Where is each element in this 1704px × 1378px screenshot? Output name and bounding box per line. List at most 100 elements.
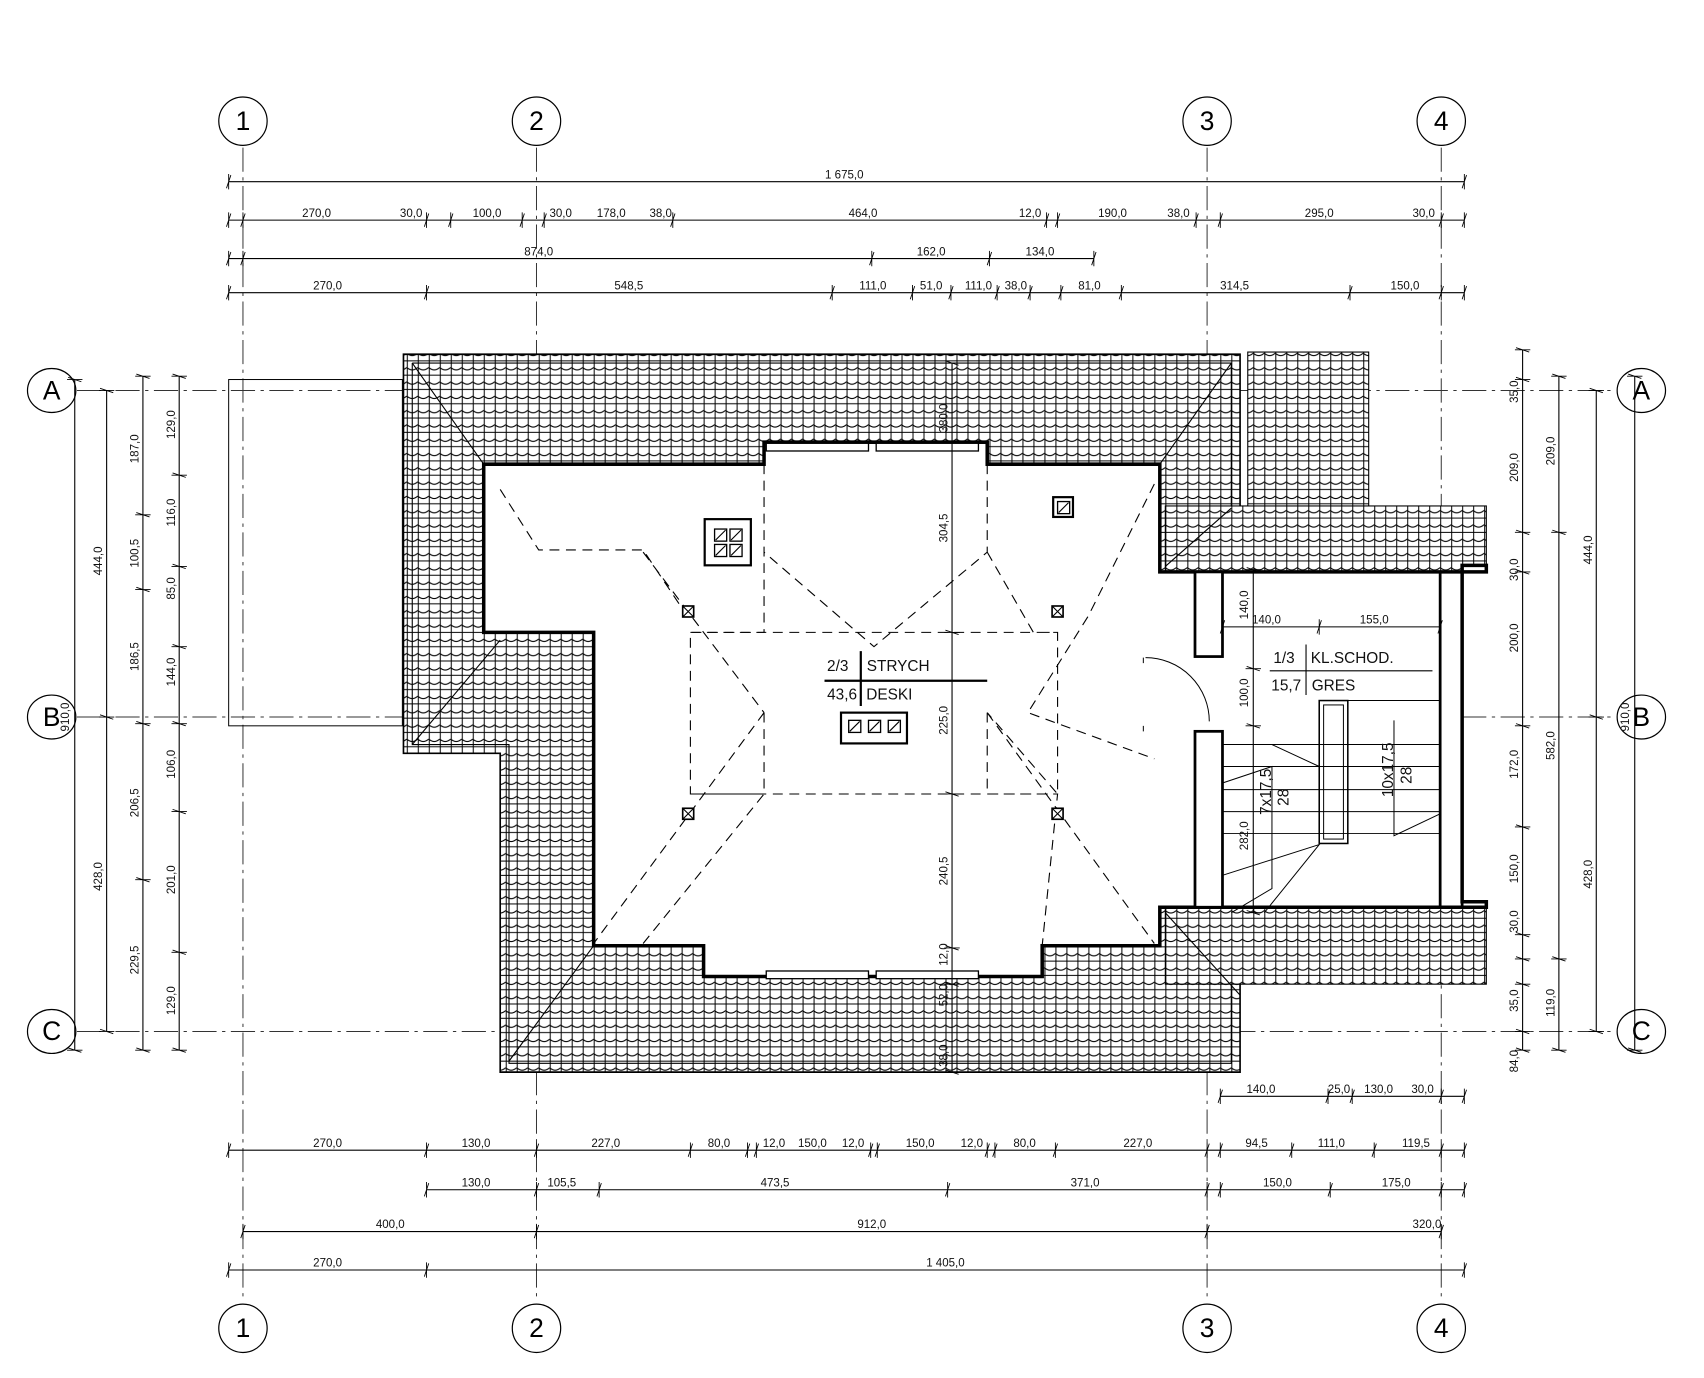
- axis-label-column: 1: [236, 106, 251, 136]
- dimension-label: 270,0: [302, 208, 331, 220]
- dimension-tick: [1052, 1142, 1058, 1158]
- dimension-tick: [596, 1182, 602, 1198]
- axis-label-row: C: [42, 1016, 61, 1046]
- dimension-tick: [67, 1047, 83, 1053]
- roof-window: [765, 442, 870, 452]
- dimension-label: 150,0: [1509, 854, 1521, 883]
- axis-marker: [1616, 1008, 1667, 1055]
- roof-top-right: [1247, 351, 1370, 509]
- dimension-label: 910,0: [1620, 703, 1632, 732]
- dimension-tick: [670, 212, 676, 228]
- axis-label-row: A: [43, 375, 61, 405]
- dimension-tick: [171, 1047, 187, 1053]
- dimension-tick: [171, 949, 187, 955]
- dimension-tick: [171, 721, 187, 727]
- dimension-label: 84,0: [1509, 1050, 1521, 1072]
- dimension-tick: [1461, 284, 1467, 301]
- room-name: STRYCH: [867, 658, 930, 675]
- dimension-label: 150,0: [1263, 1177, 1292, 1189]
- dimension-tick: [1438, 284, 1444, 301]
- dimension-tick: [423, 1142, 430, 1158]
- roof-wing-top: [1164, 505, 1487, 573]
- dimension-label: 314,5: [1220, 280, 1249, 292]
- dimension-tick: [1245, 723, 1261, 729]
- axis-marker: [1416, 1303, 1467, 1354]
- dimension-label: 582,0: [1545, 731, 1557, 760]
- dimension-label: 295,0: [1305, 208, 1334, 220]
- flue-diagonal: [715, 529, 726, 541]
- vent-cross: [682, 605, 695, 618]
- door-swing: [1142, 657, 1210, 732]
- dimension-tick: [994, 284, 1000, 301]
- dimension-tick: [1588, 387, 1604, 394]
- dimension-tick: [1349, 1088, 1355, 1105]
- dimension-tick: [1325, 1088, 1331, 1105]
- axis-label-row: A: [1633, 375, 1651, 405]
- dimension-label: 270,0: [313, 1138, 342, 1150]
- axis-label-column: 3: [1200, 1313, 1215, 1343]
- wall-post-lower: [1193, 729, 1224, 909]
- axis-marker: [1416, 96, 1467, 146]
- dimension-tick: [541, 212, 547, 228]
- dimension-tick: [1551, 373, 1567, 379]
- dimension-tick: [1245, 910, 1261, 916]
- dimension-label: 130,0: [462, 1177, 491, 1189]
- dimension-label: 111,0: [859, 280, 886, 292]
- axis-marker: [218, 1303, 268, 1354]
- axis-label-column: 3: [1200, 106, 1215, 136]
- dimension-label: 129,0: [166, 986, 178, 1015]
- dimension-tick: [226, 250, 232, 267]
- dimension-label: 912,0: [857, 1219, 886, 1231]
- dimension-label: 1 405,0: [926, 1258, 964, 1270]
- dimension-label: 200,0: [1509, 623, 1521, 652]
- dimension-tick: [1514, 981, 1531, 987]
- dimension-label: 80,0: [1013, 1138, 1035, 1150]
- dimension-tick: [1217, 212, 1223, 228]
- dimension-tick: [1193, 212, 1199, 228]
- flue-diagonal: [869, 721, 880, 732]
- dimension-tick: [944, 791, 960, 797]
- dimension-label: 119,5: [1402, 1138, 1430, 1150]
- dimension-tick: [1438, 212, 1444, 228]
- dimension-label: 175,0: [1382, 1177, 1411, 1189]
- dimension-tick: [1461, 1142, 1467, 1158]
- dimension-tick: [519, 212, 525, 228]
- flue-diagonal: [730, 545, 742, 556]
- dimension-tick: [1217, 1182, 1223, 1198]
- dimension-label: 130,0: [1364, 1084, 1393, 1096]
- stair-steps: 7x17,5: [1258, 769, 1275, 815]
- dimension-tick: [1204, 1223, 1210, 1240]
- dimension-tick: [98, 1028, 115, 1035]
- dimension-tick: [1627, 373, 1643, 379]
- axis-marker: [26, 367, 77, 414]
- dimension-label: 428,0: [93, 862, 105, 891]
- dimension-label: 81,0: [1078, 280, 1100, 292]
- dimension-tick: [135, 1047, 151, 1053]
- chimney: [703, 518, 752, 567]
- dimension-tick: [135, 721, 151, 727]
- dimension-tick: [1118, 284, 1124, 301]
- dimension-tick: [1514, 347, 1531, 353]
- dimension-tick: [1514, 932, 1531, 938]
- dimension-label: 162,0: [917, 246, 946, 258]
- windows: [765, 442, 980, 980]
- dimension-tick: [423, 284, 430, 301]
- axis-label-column: 1: [236, 1313, 251, 1343]
- stair-tread: 28: [1275, 789, 1292, 806]
- stair-stringer: [1318, 699, 1349, 845]
- vent-markers: [681, 500, 1071, 821]
- dimension-label: 227,0: [1123, 1138, 1152, 1150]
- dimension-tick: [1551, 956, 1567, 962]
- attic-walls: [481, 440, 1489, 979]
- dimension-tick: [1514, 569, 1531, 575]
- roof-window: [875, 970, 980, 980]
- dimension-label: 464,0: [849, 208, 878, 220]
- dimension-tick: [1627, 1047, 1643, 1053]
- dimension-tick: [944, 945, 960, 951]
- vent-cross: [682, 807, 695, 820]
- dimension-label: 320,0: [1413, 1219, 1442, 1231]
- dimension-tick: [1347, 284, 1353, 301]
- dimension-tick: [869, 250, 875, 267]
- dimension-tick: [448, 212, 454, 228]
